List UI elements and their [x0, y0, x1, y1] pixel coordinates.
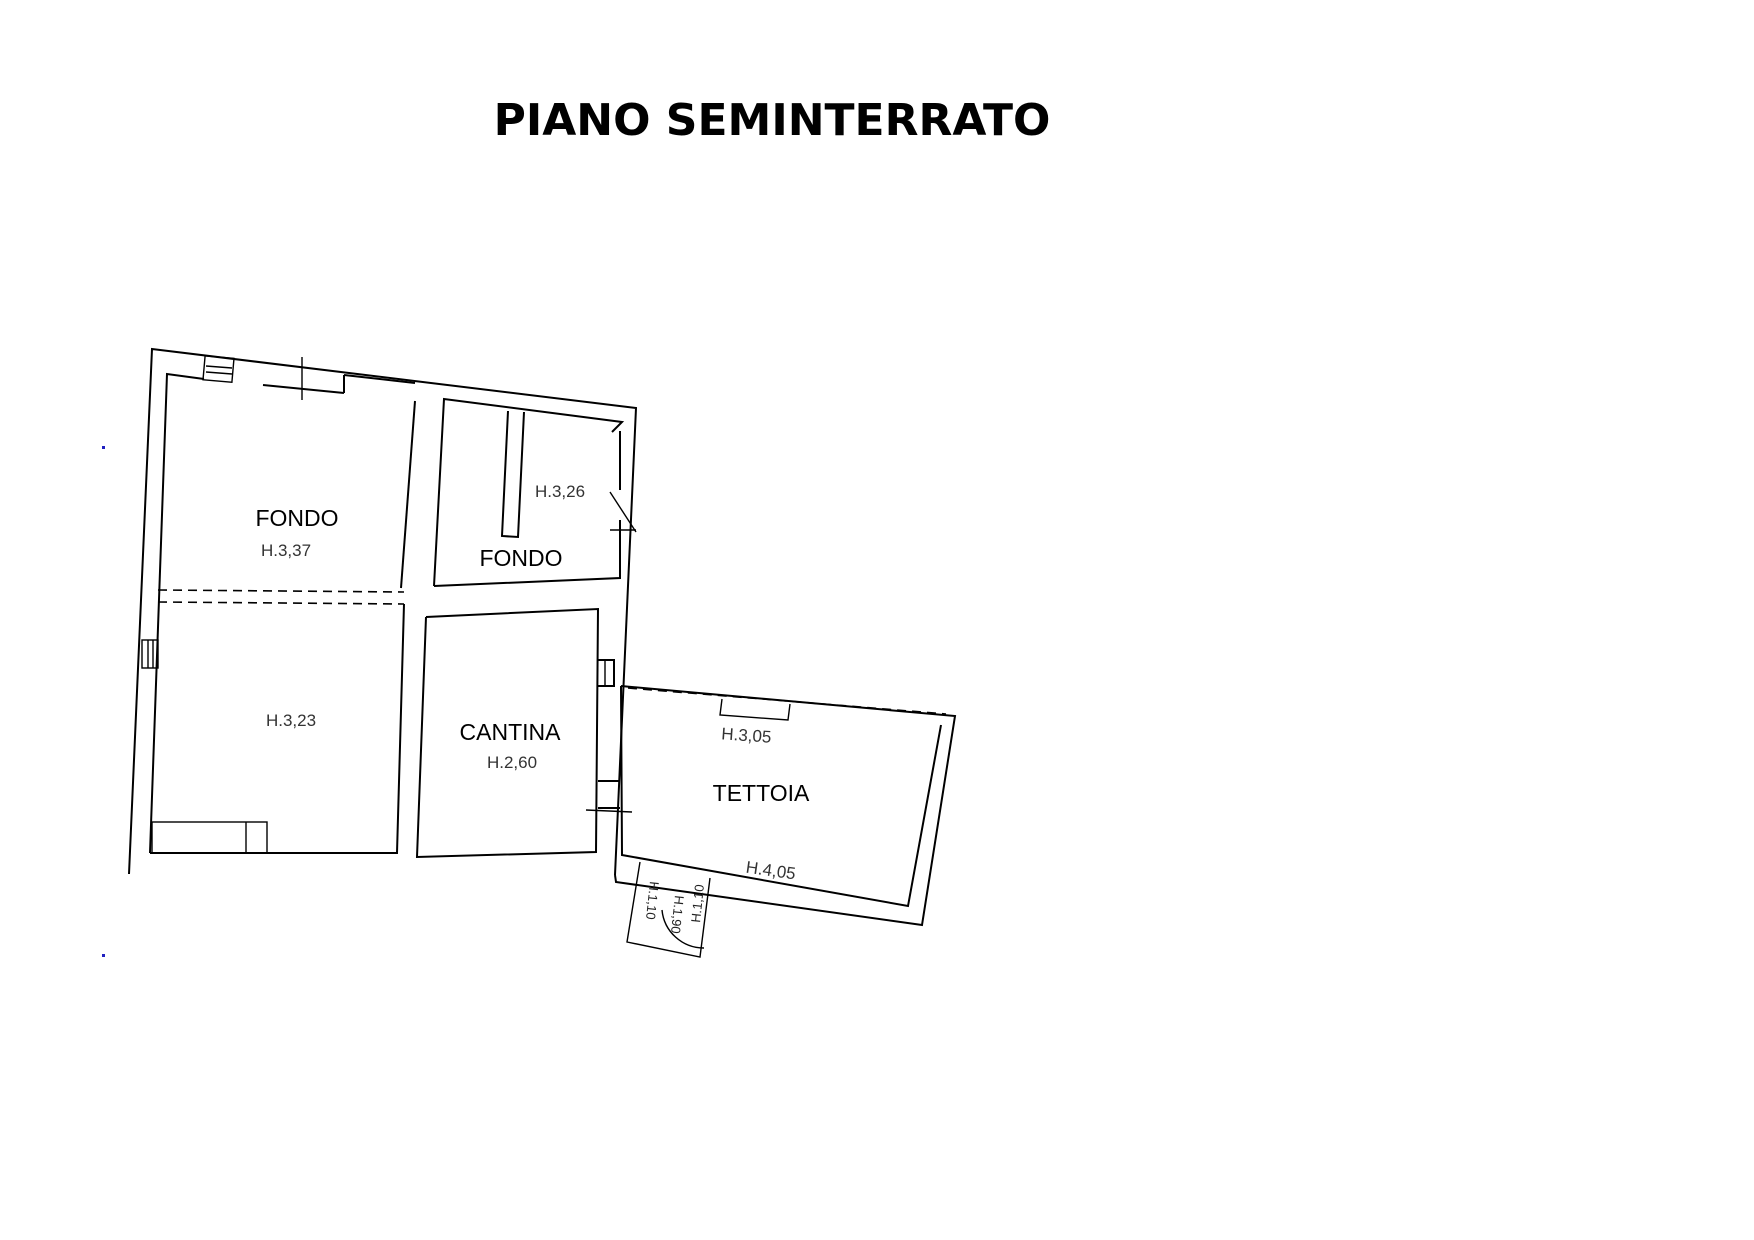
height-label-tettoia-bottom: H.4,05: [745, 858, 797, 884]
stair-height-middle: H.1,90: [668, 895, 687, 935]
dashed-line-fondo-left-1: [157, 589, 405, 593]
room-name-fondo-right: FONDO: [479, 545, 562, 571]
room-fondo-left: [400, 400, 416, 589]
room-name-fondo-left: FONDO: [255, 505, 338, 531]
door-swing-right: [609, 491, 637, 533]
height-label-lower-left: H.3,23: [266, 711, 316, 730]
stair-height-right: H.1,10: [688, 884, 707, 924]
stair-height-left: H.1,10: [643, 881, 662, 921]
window-left: [141, 639, 159, 669]
height-label-fondo-right: H.3,26: [535, 482, 585, 501]
registration-marker-top: [102, 446, 105, 449]
height-label-tettoia-top: H.3,05: [721, 724, 772, 746]
room-cantina: [415, 607, 620, 859]
room-name-tettoia: TETTOIA: [713, 780, 810, 806]
room-lower-left: [150, 603, 405, 854]
dashed-line-fondo-left-2: [157, 601, 405, 605]
room-tettoia: [620, 685, 947, 908]
height-label-cantina: H.2,60: [487, 753, 537, 772]
stair-entry: [626, 861, 711, 958]
registration-marker-bottom: [102, 954, 105, 957]
window-top: [202, 355, 235, 384]
outer-walls: [128, 347, 957, 927]
page-title: PIANO SEMINTERRATO: [493, 95, 1051, 146]
room-fondo-right: [433, 397, 625, 587]
door-threshold-cantina: [585, 809, 633, 813]
height-label-fondo-left: H.3,37: [261, 541, 311, 560]
room-name-cantina: CANTINA: [460, 719, 562, 745]
